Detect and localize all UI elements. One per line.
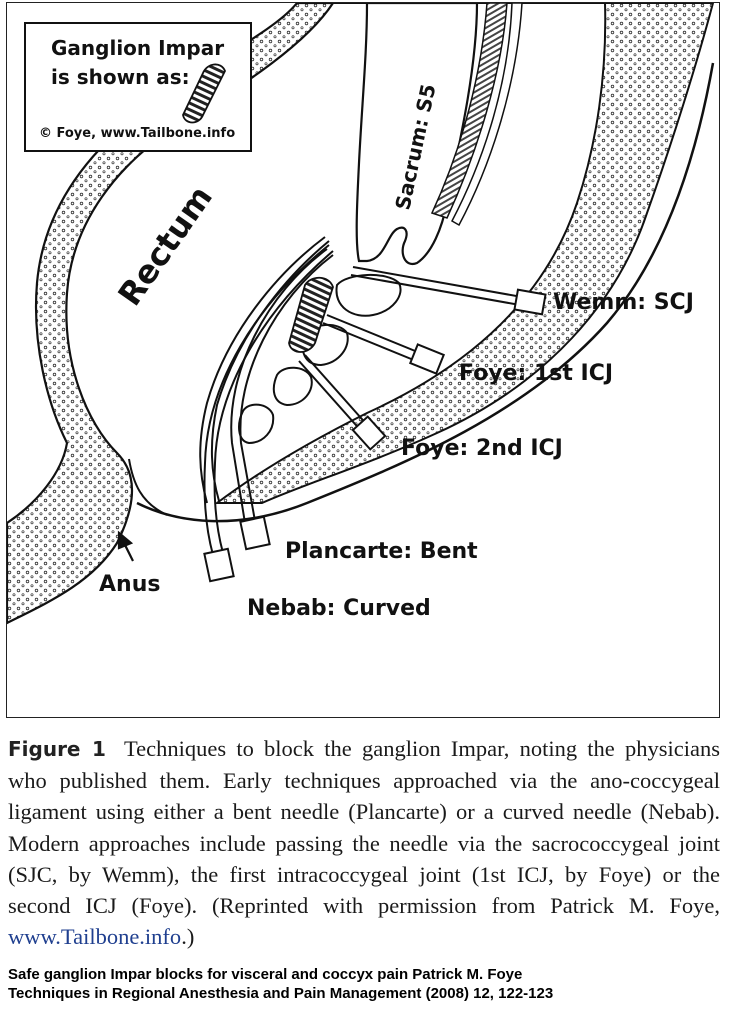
coccyx-segment-1 <box>335 273 402 317</box>
skin-outline <box>136 62 715 523</box>
needle-nebab <box>203 244 334 583</box>
legend-box <box>24 22 252 152</box>
needle-wemm <box>350 266 547 316</box>
foye-2-label: Foye: 2nd ICJ <box>401 436 563 461</box>
needle-foye-1 <box>322 314 446 375</box>
needle-plancarte <box>230 248 334 551</box>
anus-label: Anus <box>99 572 160 597</box>
diagram-figure: Ganglion Impar is shown as: © Foye, www.… <box>6 2 720 718</box>
plancarte-label: Plancarte: Bent <box>285 539 478 564</box>
tissue-band <box>213 3 715 504</box>
caption-end: .) <box>181 924 195 950</box>
legend-copyright: © Foye, www.Tailbone.info <box>39 126 235 141</box>
caption-text: Techniques to block the ganglion Impar, … <box>8 736 721 919</box>
coccyx-segment-3 <box>272 366 313 407</box>
figure-label: Figure 1 <box>8 737 106 761</box>
coccyx-segment-4 <box>238 403 275 445</box>
wemm-label: Wemm: SCJ <box>553 290 694 315</box>
tailbone-link[interactable]: www.Tailbone.info <box>8 924 182 950</box>
anus-arrow-icon <box>117 530 134 562</box>
legend-subtitle: is shown as: <box>51 65 190 89</box>
anococcygeal-ligament <box>199 236 326 504</box>
citation-line-1: Safe ganglion Impar blocks for visceral … <box>8 966 523 983</box>
legend-title: Ganglion Impar <box>51 36 224 60</box>
anus-fold <box>128 458 168 516</box>
citation-line-2: Techniques in Regional Anesthesia and Pa… <box>8 985 554 1002</box>
anatomy-diagram: Ganglion Impar is shown as: © Foye, www.… <box>7 3 715 625</box>
foye-1-label: Foye: 1st ICJ <box>459 361 613 386</box>
nebab-label: Nebab: Curved <box>247 596 431 621</box>
rectum-label: Rectum <box>110 179 220 313</box>
ganglion-impar-legend-icon <box>182 63 226 124</box>
sacral-canal <box>430 3 508 219</box>
needle-foye-2 <box>298 354 387 451</box>
ganglion-impar-shape <box>288 276 334 353</box>
citation: Safe ganglion Impar blocks for visceral … <box>8 965 720 1003</box>
